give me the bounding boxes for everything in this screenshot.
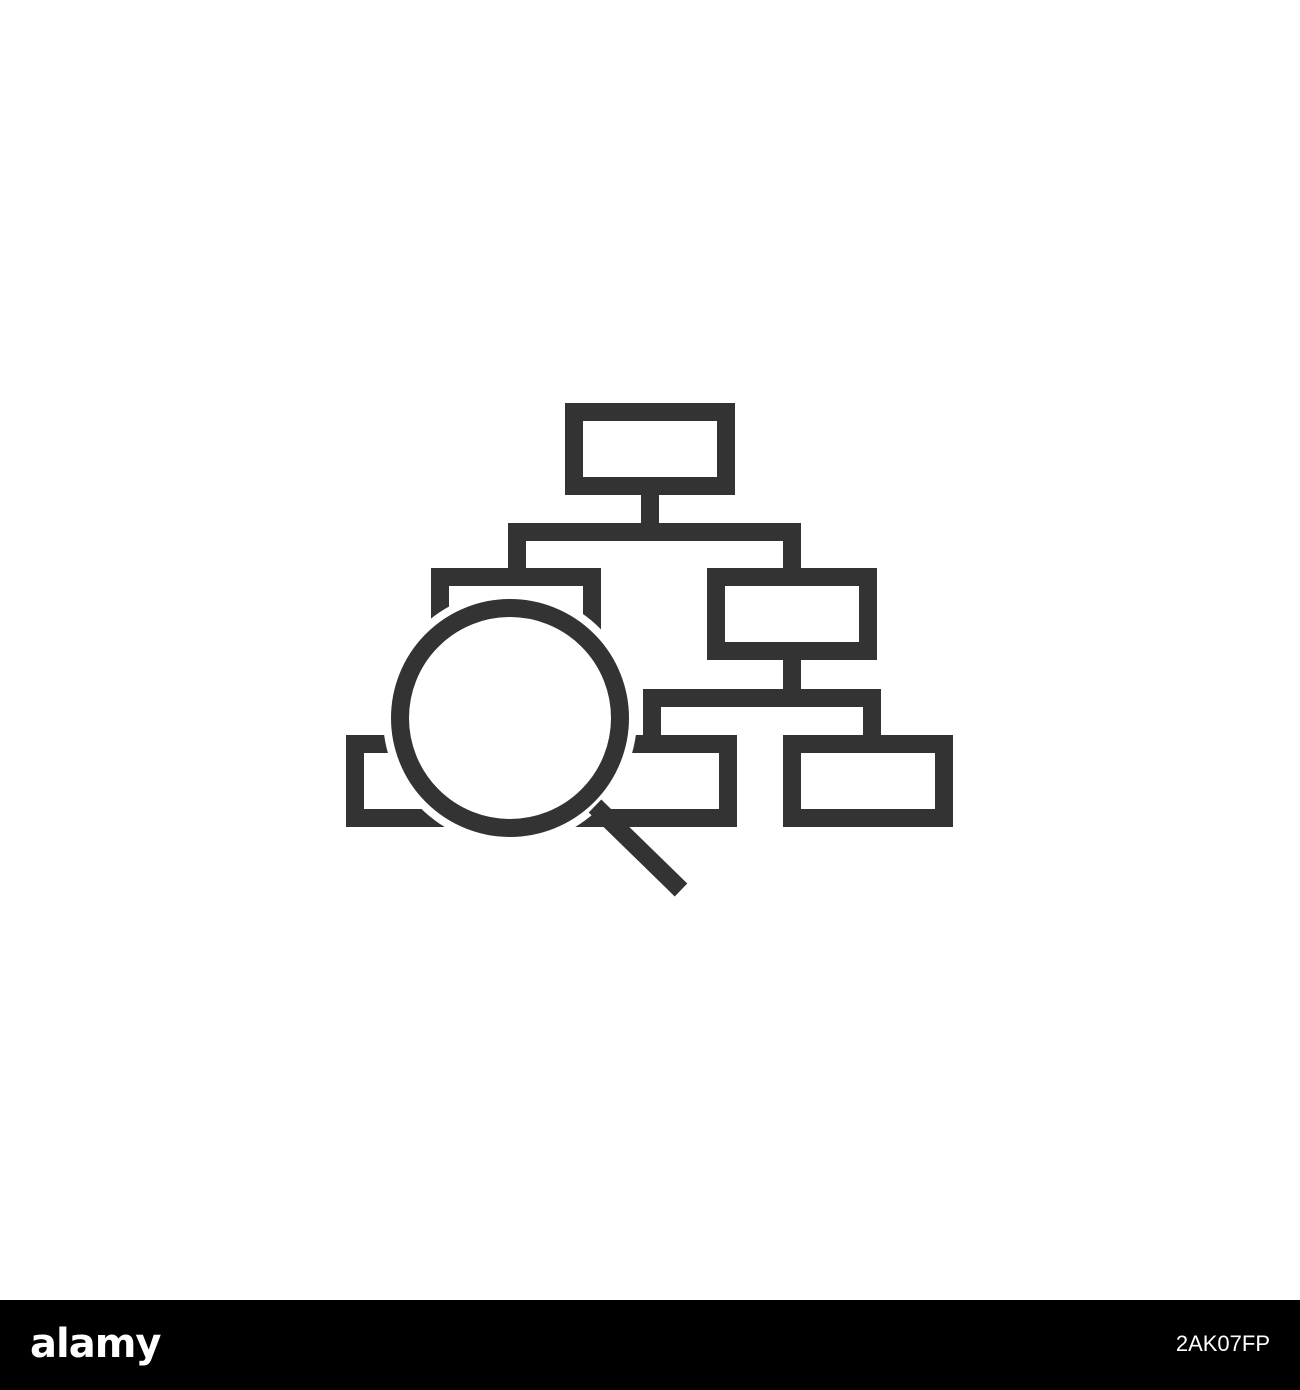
connector-branch-2: [643, 689, 881, 744]
magnifier-icon: [391, 599, 688, 897]
chart-box-middle-left: [431, 568, 601, 660]
icon-area: [346, 403, 953, 897]
alamy-logo: alamy: [30, 1321, 161, 1367]
org-chart: [346, 403, 953, 827]
connector-branch-1: [508, 523, 801, 577]
magnifier-handle: [588, 799, 688, 897]
chart-box-bottom-right: [783, 735, 953, 827]
chart-box-bottom-left: [346, 735, 516, 827]
chart-box-bottom-middle: [567, 735, 737, 827]
magnifier-lens: [391, 599, 629, 837]
image-id: 2AK07FP: [1175, 1331, 1270, 1356]
hierarchy-search-icon: [346, 403, 953, 897]
chart-box-middle-right: [707, 568, 877, 660]
watermark-footer: alamy 2AK07FP: [0, 1300, 1300, 1390]
chart-box-top: [565, 403, 735, 495]
